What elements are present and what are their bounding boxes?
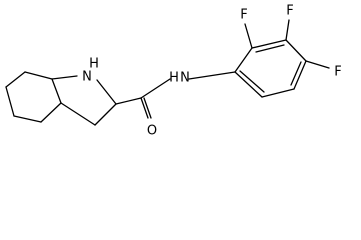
ring-nitrogen-label: N: [82, 70, 92, 85]
fluorine-1-label: F: [240, 8, 247, 23]
carbonyl-oxygen-label: O: [147, 124, 157, 139]
fluorine-bonds: [244, 19, 330, 69]
amide-group: [115, 71, 236, 119]
amide-nitrogen-label: N: [180, 71, 190, 86]
fluorine-3-label: F: [334, 65, 341, 80]
trifluorophenyl-ring: [234, 39, 307, 98]
cyclohexane-ring: [5, 71, 62, 123]
molecule-structure: H N H N O F F F: [5, 4, 342, 139]
amide-nitrogen-h-label: H: [169, 71, 179, 86]
pyrrolidine-ring: [51, 75, 117, 126]
fluorine-2-label: F: [286, 4, 293, 19]
ring-nitrogen-h-label: H: [89, 57, 99, 72]
